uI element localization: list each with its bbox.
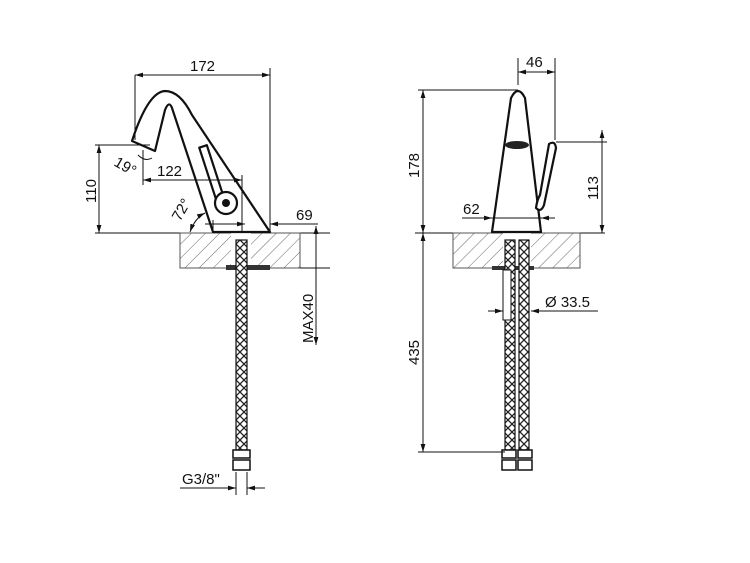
mounting-plate <box>226 265 270 270</box>
faucet-body-side <box>130 89 272 234</box>
side-view: 172 110 122 19° 72° 69 MAX40 G3/8" <box>83 58 330 495</box>
supply-hose-right <box>518 239 530 451</box>
aerator-outlet <box>505 141 529 149</box>
dim-base-diameter: 62 <box>463 201 480 218</box>
hose-nut <box>232 449 251 459</box>
dim-thread: G3/8" <box>182 471 220 488</box>
dim-height: 110 <box>83 179 100 203</box>
faucet-body-front <box>490 89 543 234</box>
dim-width: 172 <box>190 58 215 75</box>
dim-total-height: 178 <box>406 153 423 178</box>
dim-reach: 122 <box>157 163 182 180</box>
front-view: 178 435 46 113 62 Ø 33.5 <box>406 54 607 471</box>
supply-hose <box>235 239 248 451</box>
dim-max-thickness: MAX40 <box>300 294 317 343</box>
dim-spout-angle: 19° <box>111 154 139 180</box>
lever-handle <box>534 141 558 212</box>
dim-base-offset: 69 <box>296 207 313 224</box>
dim-hole-diameter: Ø 33.5 <box>545 294 590 311</box>
dim-hose-length: 435 <box>406 340 423 365</box>
dim-body-angle: 72° <box>169 196 195 224</box>
dim-lever-width: 46 <box>526 54 543 71</box>
dim-lever-height: 113 <box>585 176 602 200</box>
